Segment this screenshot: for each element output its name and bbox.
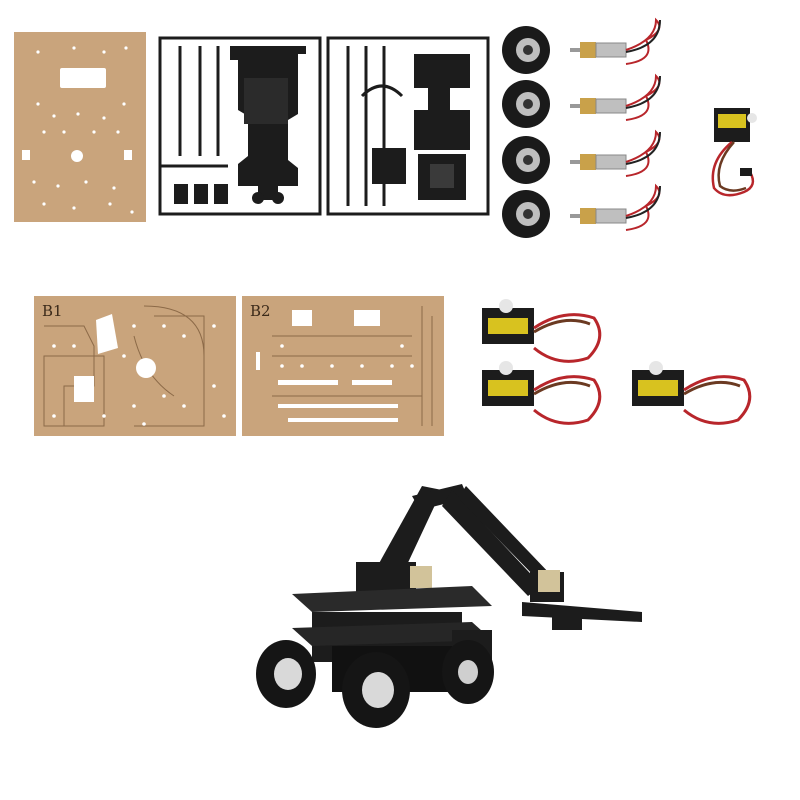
plastic-frame-sprue-left [158, 36, 322, 218]
acrylic-board-b2: B2 [242, 296, 444, 436]
plastic-frame-sprue-right [322, 36, 494, 218]
servo-motor-set [476, 298, 766, 438]
board-b2-label: B2 [250, 302, 271, 320]
board-b1-label: B1 [42, 302, 63, 320]
servo-motor-top [704, 102, 764, 206]
wheel-set [498, 26, 554, 240]
base-plate [14, 32, 146, 222]
robot-arm-car [252, 476, 652, 736]
gear-motor-set [570, 12, 690, 232]
acrylic-board-b1: B1 [34, 296, 236, 436]
